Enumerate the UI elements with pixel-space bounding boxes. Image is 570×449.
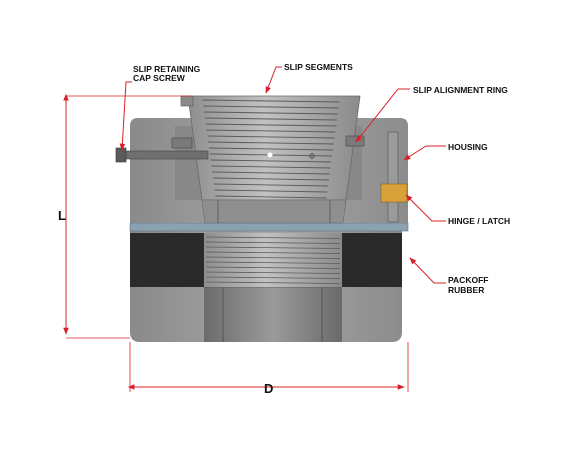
dimension-d: D — [127, 342, 409, 396]
label-slip-alignment-ring: SLIP ALIGNMENT RING — [413, 85, 508, 95]
thread-line — [204, 111, 338, 115]
dimension-l: L — [58, 93, 190, 339]
label-packoff-1: PACKOFF — [448, 275, 488, 285]
slip-segments — [187, 95, 361, 224]
thread-line — [203, 105, 339, 109]
thread-line — [214, 189, 328, 193]
thread-line — [210, 159, 332, 163]
slip-highlight — [267, 152, 273, 158]
thread-line — [213, 177, 329, 181]
thread-line-lower — [205, 236, 341, 239]
dimension-l-label: L — [58, 208, 66, 223]
leader-packoff — [409, 257, 446, 284]
lower-threads — [204, 233, 342, 287]
label-packoff-2: RUBBER — [448, 285, 484, 295]
thread-line — [211, 165, 331, 169]
hinge-latch — [380, 131, 408, 223]
thread-line — [205, 123, 337, 127]
thread-line-lower — [205, 261, 341, 264]
slip-thread-lines — [202, 99, 340, 199]
thread-line — [204, 117, 338, 121]
thread-line-lower — [205, 251, 341, 254]
label-slip-retaining-2: CAP SCREW — [133, 73, 186, 83]
label-slip-segments: SLIP SEGMENTS — [284, 62, 353, 72]
thread-line — [208, 141, 334, 145]
thread-line-lower — [205, 271, 341, 274]
thread-line-lower — [205, 246, 341, 249]
thread-line-lower — [205, 281, 341, 284]
leader-slip-segments — [265, 66, 282, 94]
label-slip-retaining-1: SLIP RETAINING — [133, 64, 201, 74]
thread-line — [213, 183, 329, 187]
thread-line-lower — [205, 276, 341, 279]
label-hinge-latch: HINGE / LATCH — [448, 216, 510, 226]
thread-line — [206, 129, 336, 133]
thread-line-lower — [205, 256, 341, 259]
thread-line — [202, 99, 340, 103]
thread-line — [207, 135, 335, 139]
thread-line-lower — [205, 266, 341, 269]
lower-thread-lines — [205, 236, 341, 284]
leader-alignment-ring — [355, 88, 410, 143]
thread-line — [212, 171, 330, 175]
thread-line — [208, 147, 334, 151]
leader-cap-screw — [119, 81, 132, 151]
slip-tab — [180, 95, 194, 107]
slip-screw-hole — [309, 153, 315, 159]
leader-housing — [403, 145, 446, 161]
thread-line — [215, 195, 327, 199]
slip-alignment-ring — [345, 135, 365, 147]
dimension-d-label: D — [264, 381, 273, 396]
base-plate — [129, 222, 409, 232]
thread-line-lower — [205, 241, 341, 244]
label-housing: HOUSING — [448, 142, 488, 152]
leader-hinge-latch — [405, 194, 446, 222]
